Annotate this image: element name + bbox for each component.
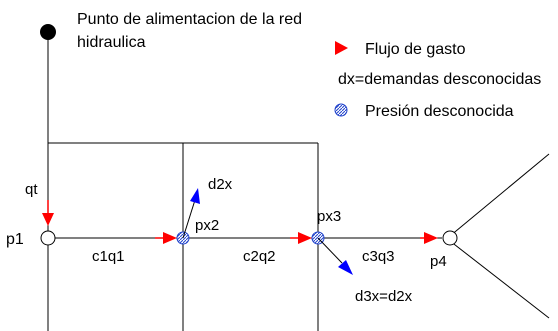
label-d3x: d3x=d2x (355, 288, 413, 305)
pipe-p4-up (449, 153, 550, 237)
demand-arrow-d3x-head-icon (338, 260, 353, 275)
flow-arrow-c2q2 (290, 232, 312, 244)
label-px3: px3 (317, 208, 341, 225)
label-c3q3: c3q3 (362, 248, 395, 265)
label-c1q1: c1q1 (92, 248, 125, 265)
demand-arrow-d2x (182, 188, 200, 239)
legend-pressure-node-icon (334, 103, 348, 117)
qt-arrow (42, 200, 54, 226)
legend-flow-label: Flujo de gasto (365, 41, 466, 58)
node-p4 (442, 230, 458, 246)
flow-arrow-c2q2-head-icon (298, 232, 312, 244)
legend-flow-arrow-icon (335, 41, 348, 55)
flow-arrow-c1q1 (155, 232, 177, 244)
pipe-network (47, 32, 550, 331)
flow-arrow-c3q3-head-icon (424, 232, 438, 244)
source-label-line2: hidraulica (77, 34, 146, 51)
label-d2x: d2x (208, 176, 233, 193)
label-p1: p1 (6, 231, 24, 248)
label-c2q2: c2q2 (243, 248, 276, 265)
pipe-p4-down (449, 240, 550, 319)
flow-arrow-c3q3 (420, 232, 438, 244)
legend-pressure-label: Presión desconocida (365, 103, 514, 120)
node-p1 (40, 230, 56, 246)
label-p4: p4 (430, 253, 447, 270)
demand-arrow-d3x (317, 237, 353, 275)
legend: Flujo de gasto dx=demandas desconocidas … (334, 41, 541, 120)
label-px2: px2 (195, 217, 219, 234)
flow-arrow-c1q1-head-icon (163, 232, 177, 244)
legend-demands-label: dx=demandas desconocidas (338, 71, 541, 88)
demand-arrow-d2x-head-icon (190, 188, 200, 204)
label-qt: qt (25, 181, 38, 198)
qt-arrow-head-icon (42, 213, 54, 226)
source-label-line1: Punto de alimentacion de la red (77, 11, 302, 28)
source-node (40, 24, 56, 40)
